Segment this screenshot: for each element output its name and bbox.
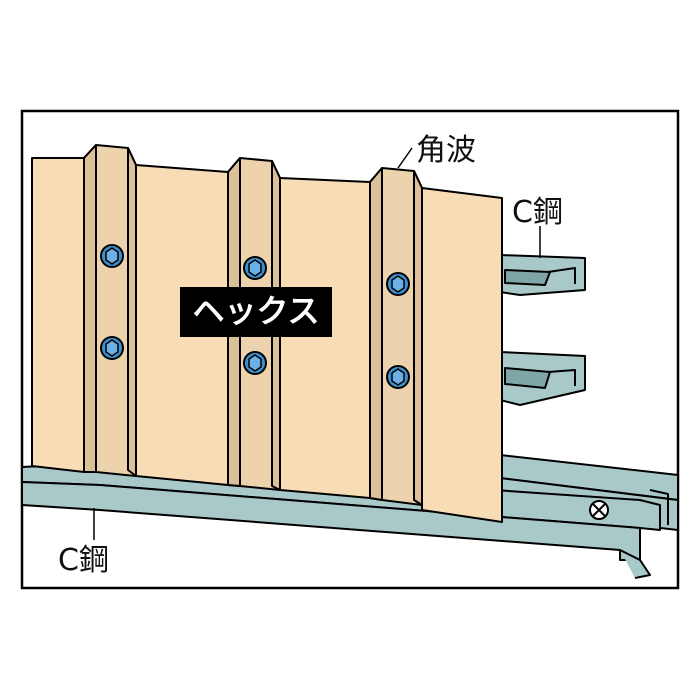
hex-bolt-icon: [243, 351, 267, 375]
hex-bolt-icon: [386, 272, 410, 296]
label-corrugated: 角波: [416, 133, 476, 168]
cross-screw-icon: [589, 500, 609, 520]
label-c-steel-bottom: C鋼: [58, 543, 109, 578]
panel-face-4: [421, 187, 503, 523]
hex-bolt-icon: [100, 244, 124, 268]
hex-badge-label: ヘックス: [192, 292, 319, 330]
hex-badge-bg: [180, 287, 332, 337]
c-steel-middle: [499, 351, 586, 406]
hex-bolt-icon: [100, 336, 124, 360]
leader-corrugated: [397, 147, 413, 169]
panel-face-1: [31, 157, 85, 473]
panel-face-3: [279, 177, 371, 499]
hex-bolt-icon: [243, 256, 267, 280]
label-c-steel-right: C鋼: [512, 195, 563, 230]
hex-bolt-icon: [386, 365, 410, 389]
c-steel-upper: [499, 254, 586, 296]
